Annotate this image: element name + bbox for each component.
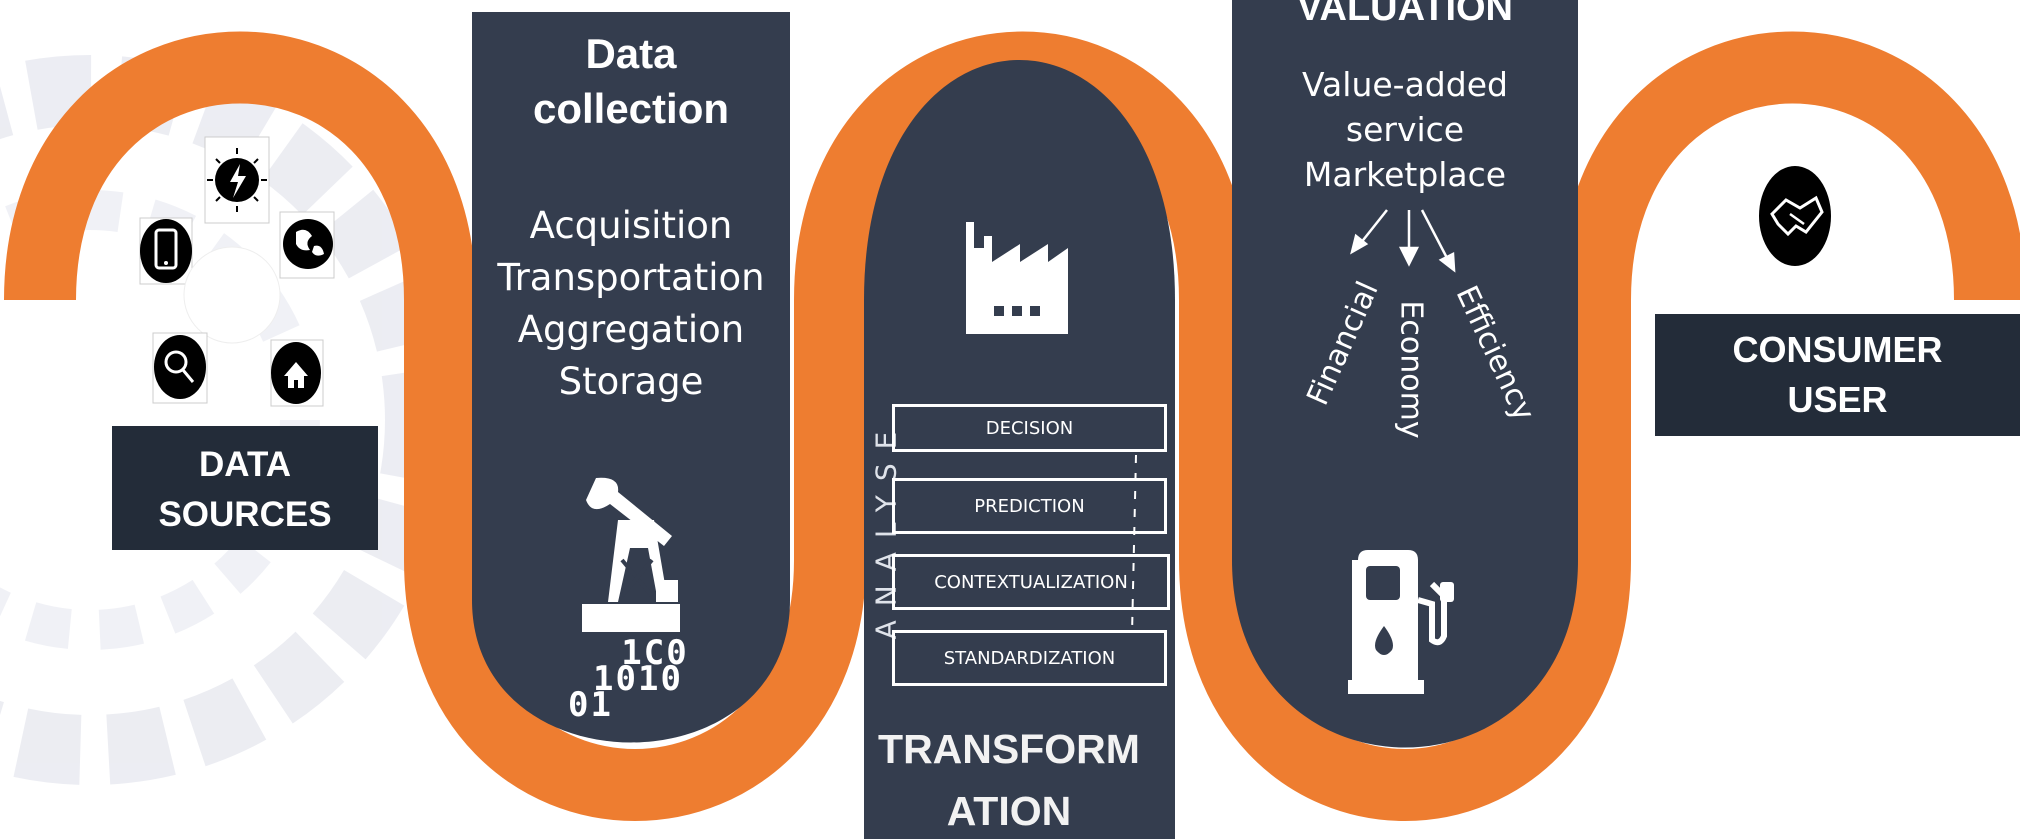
data-collection-title-line2: collection (532, 85, 730, 132)
consumer-user-label-line2: USER (1787, 379, 1888, 420)
data-collection-title: Data collection (472, 26, 790, 136)
valuation-arrows (1350, 209, 1456, 273)
step-contextualization: CONTEXTUALIZATION (892, 554, 1170, 610)
valuation-subtitle-line: Value-added (1302, 65, 1508, 104)
home-icon (270, 339, 324, 407)
data-sources-label-line1: DATA (198, 445, 291, 484)
step-standardization: STANDARDIZATION (892, 630, 1167, 686)
valuation-title: VALUATION (1296, 0, 1513, 29)
data-sources-box (112, 426, 378, 550)
consumer-user-label-line1: CONSUMER (1732, 329, 1943, 370)
binary-line: 1010 (593, 659, 683, 699)
data-collection-item: Storage (558, 360, 704, 403)
consumer-user-box (1655, 314, 2020, 436)
valuation-panel (1232, 0, 1578, 748)
data-collection-items: Acquisition Transportation Aggregation S… (472, 200, 790, 408)
binary-line: 01 (568, 685, 613, 725)
data-collection-title-line1: Data (585, 30, 677, 77)
factory-icon (966, 222, 1068, 334)
data-collection-panel (472, 12, 790, 743)
data-collection-item: Aggregation (517, 308, 745, 351)
data-collection-item: Acquisition (529, 204, 733, 247)
branch-economy: Economy (1393, 300, 1429, 439)
step-connector (1131, 454, 1137, 635)
center-node-icon (183, 246, 281, 344)
globe-icon (279, 211, 335, 279)
binary-line: 1C0 (621, 633, 689, 673)
phone-icon (139, 217, 193, 285)
valuation-subtitle: Value-added service Marketplace (1232, 62, 1578, 197)
transformation-title-line1: TRANSFORM (878, 726, 1140, 772)
valuation-subtitle-line: Marketplace (1303, 155, 1507, 194)
fuel-pump-icon (1348, 550, 1454, 694)
analysis-icon (152, 332, 208, 404)
oil-pump-icon (582, 477, 680, 632)
energy-icon (204, 136, 270, 224)
data-sources-label: DATA SOURCES (112, 440, 378, 540)
step-prediction: PREDICTION (892, 478, 1167, 534)
valuation-subtitle-line: service (1345, 110, 1465, 149)
transformation-title-line2: ATION (946, 788, 1072, 834)
handshake-icon (1759, 166, 1831, 266)
consumer-user-label: CONSUMER USER (1655, 325, 2020, 425)
transformation-title: TRANSFORM ATION (864, 718, 1154, 839)
data-collection-item: Transportation (497, 256, 765, 299)
step-decision: DECISION (892, 404, 1167, 452)
data-sources-label-line2: SOURCES (158, 495, 332, 534)
binary-digits: 1C0 1010 01 (548, 633, 728, 725)
